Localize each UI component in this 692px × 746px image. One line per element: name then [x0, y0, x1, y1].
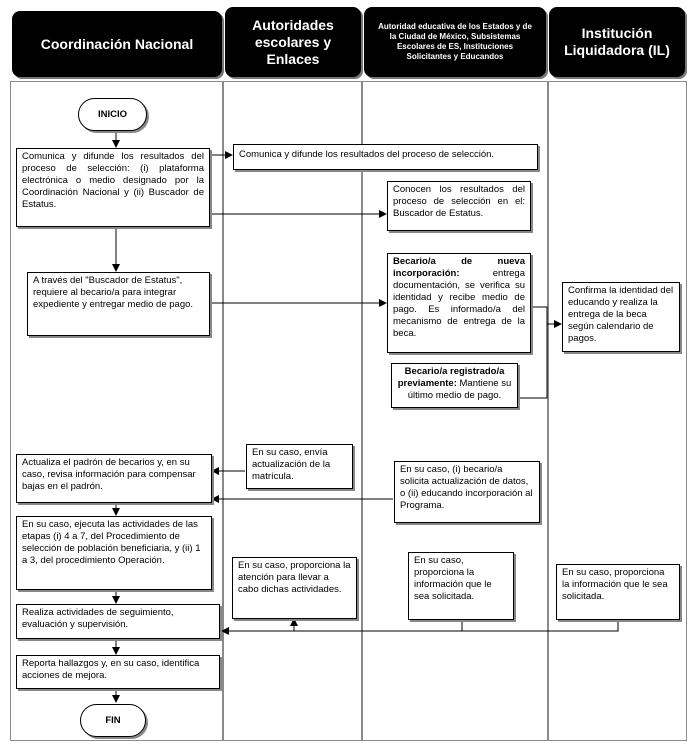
lane-autoridades-escolares — [223, 81, 362, 741]
ed-solicita-box: En su caso, (i) becario/a solicita actua… — [394, 461, 540, 523]
lane-institucion-liquidadora — [548, 81, 687, 741]
end-terminal: FIN — [80, 704, 146, 737]
cn-buscador-box: A través del "Buscador de Estatus", requ… — [27, 272, 210, 336]
ed-nueva-incorporacion-label: Becario/a de nueva incorporación: — [393, 256, 525, 279]
ed-registrado-text: Mantiene su último medio de pago. — [407, 378, 512, 401]
ed-conocen-box: Conocen los resultados del proceso de se… — [387, 181, 531, 231]
lane-header-institucion-liquidadora: Institución Liquidadora (IL) — [549, 7, 685, 77]
cn-comunica-box: Comunica y difunde los resultados del pr… — [16, 148, 210, 227]
ed-nueva-incorporacion-box: Becario/a de nueva incorporación: entreg… — [387, 253, 531, 353]
start-terminal: INICIO — [78, 98, 147, 131]
lane-autoridad-educativa — [362, 81, 548, 741]
lane-header-coordinacion-nacional: Coordinación Nacional — [12, 11, 222, 77]
cn-ejecuta-box: En su caso, ejecuta las actividades de l… — [16, 516, 212, 590]
cn-actualiza-box: Actualiza el padrón de becarios y, en su… — [16, 454, 212, 503]
cn-reporta-box: Reporta hallazgos y, en su caso, identif… — [16, 655, 220, 689]
lane-coordinacion-nacional — [10, 81, 223, 741]
lane-header-autoridades-escolares: Autoridades escolares y Enlaces — [225, 7, 361, 77]
ed-proporciona-box: En su caso, proporciona la información q… — [408, 552, 514, 620]
ae-comunica-box: Comunica y difunde los resultados del pr… — [233, 144, 538, 170]
ae-proporciona-box: En su caso, proporciona la atención para… — [232, 557, 357, 619]
il-proporciona-box: En su caso, proporciona la información q… — [556, 564, 680, 620]
ed-nueva-incorporacion-text: entrega documentación, se verifica su id… — [393, 268, 525, 339]
lane-header-autoridad-educativa: Autoridad educativa de los Estados y de … — [364, 7, 546, 77]
ae-envia-box: En su caso, envía actualización de la ma… — [246, 444, 353, 489]
il-confirma-box: Confirma la identidad del educando y rea… — [562, 282, 680, 352]
ed-registrado-previamente-box: Becario/a registrado/a previamente: Mant… — [391, 363, 518, 408]
cn-seguimiento-box: Realiza actividades de seguimiento, eval… — [16, 604, 220, 639]
ed-registrado-label: Becario/a registrado/a previamente: — [397, 366, 505, 389]
